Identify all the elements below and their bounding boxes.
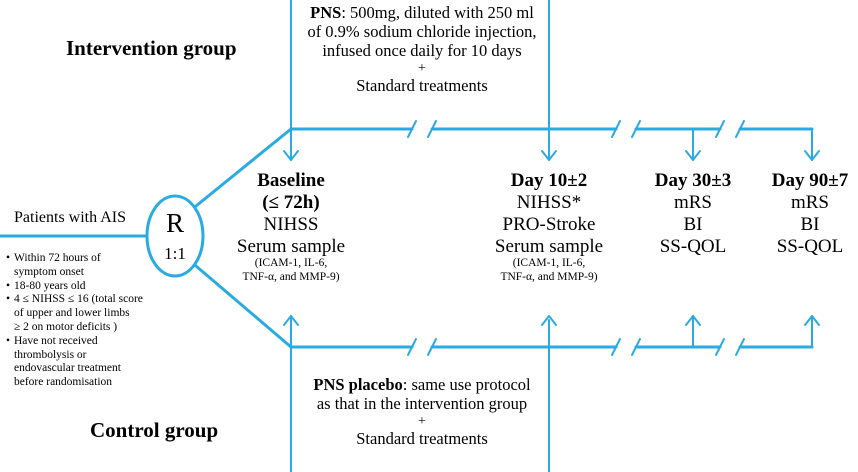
day10-markers-2: TNF-α, and MMP-9)	[500, 270, 598, 283]
arrow-down-day90-head	[804, 150, 820, 161]
baseline-title: Baseline	[257, 170, 325, 191]
break-mark	[427, 120, 437, 138]
pns-line2: of 0.9% sodium chloride injection,	[307, 21, 537, 41]
placebo-plus: +	[418, 413, 426, 429]
arrow-up-day90-head	[804, 315, 820, 326]
break-mark	[611, 338, 621, 356]
pns-plus: +	[418, 60, 426, 76]
baseline-nihss: NIHSS	[263, 213, 319, 235]
pns-line1: : 500mg, diluted with 250 ml	[341, 3, 534, 22]
break-mark	[735, 120, 745, 138]
baseline-markers-1: (ICAM-1, IL-6,	[254, 257, 328, 270]
day90-ssqol: SS-QOL	[776, 235, 844, 257]
break-mark	[735, 338, 745, 356]
criteria-item: 18-80 years old	[6, 280, 196, 294]
placebo-standard: Standard treatments	[356, 429, 488, 449]
patients-label: Patients with AIS	[14, 209, 127, 226]
placebo-line2: as that in the intervention group	[316, 393, 528, 413]
baseline-window: (≤ 72h)	[262, 191, 320, 213]
break-mark	[631, 120, 641, 138]
arrow-down-day30-head	[685, 150, 701, 161]
break-mark	[407, 120, 417, 138]
day10-nihss: NIHSS*	[516, 191, 582, 213]
day90-mrs: mRS	[790, 191, 830, 213]
baseline-markers-2: TNF-α, and MMP-9)	[242, 270, 340, 283]
control-group-label: Control group	[90, 418, 219, 442]
day30-mrs: mRS	[673, 191, 713, 213]
pns-line3: infused once daily for 10 days	[322, 40, 522, 60]
arrow-up-baseline-head	[283, 315, 299, 326]
break-mark	[715, 120, 725, 138]
arrow-down-day10-head	[541, 150, 557, 161]
arrow-up-day10-head	[541, 315, 557, 326]
break-mark	[611, 120, 621, 138]
day90-title: Day 90±7	[771, 170, 849, 191]
day30-bi: BI	[683, 213, 703, 235]
break-mark	[427, 338, 437, 356]
day90-bi: BI	[800, 213, 820, 235]
break-mark	[631, 338, 641, 356]
day30-block: Day 30±3 mRS BI SS-QOL	[643, 170, 743, 257]
day30-ssqol: SS-QOL	[659, 235, 727, 257]
day90-block: Day 90±7 mRS BI SS-QOL	[760, 170, 858, 257]
day30-title: Day 30±3	[654, 170, 732, 191]
placebo-title: PNS placebo	[313, 375, 403, 394]
pns-title: PNS	[310, 3, 342, 22]
arrow-up-day30-head	[685, 315, 701, 326]
day10-title: Day 10±2	[510, 170, 588, 191]
baseline-block: Baseline (≤ 72h) NIHSS Serum sample (ICA…	[226, 170, 356, 284]
placebo-description: PNS placebo: same use protocol as that i…	[296, 375, 548, 449]
day10-serum: Serum sample	[494, 235, 604, 257]
randomisation-letter: R	[165, 208, 184, 238]
break-mark	[407, 338, 417, 356]
break-mark	[715, 338, 725, 356]
day10-markers-1: (ICAM-1, IL-6,	[512, 257, 586, 270]
pns-standard: Standard treatments	[356, 76, 488, 95]
day10-block: Day 10±2 NIHSS* PRO-Stroke Serum sample …	[479, 170, 619, 284]
baseline-serum: Serum sample	[236, 235, 346, 257]
upper-branch	[194, 127, 293, 208]
day10-pro-stroke: PRO-Stroke	[502, 213, 596, 235]
lower-branch	[194, 264, 293, 349]
arrow-down-baseline-head	[283, 150, 299, 161]
placebo-line1: : same use protocol	[402, 375, 531, 394]
pns-description: PNS: 500mg, diluted with 250 ml of 0.9% …	[296, 3, 548, 96]
intervention-group-label: Intervention group	[66, 36, 237, 60]
